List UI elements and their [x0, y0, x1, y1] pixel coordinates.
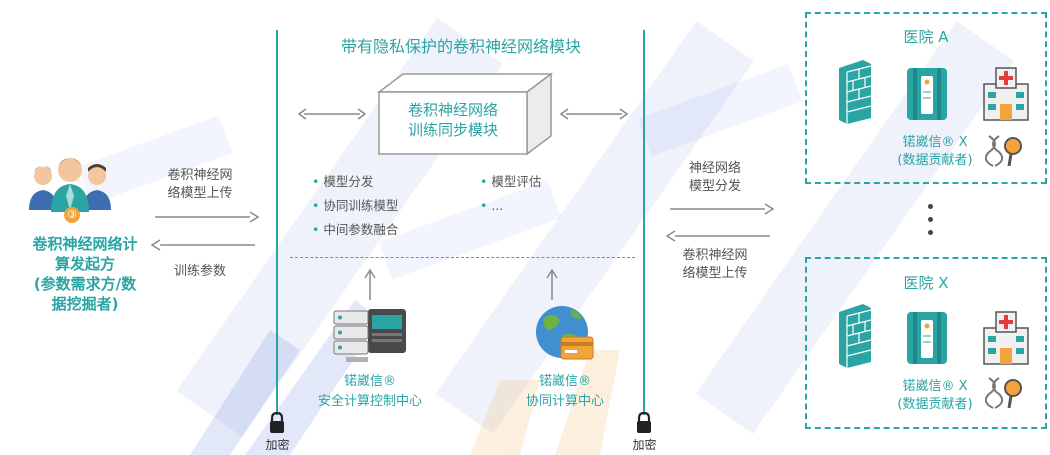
bullet-item: 模型分发	[312, 170, 398, 194]
right-upload-label: 卷积神经网 络模型上传	[682, 248, 748, 281]
server-icon	[907, 312, 947, 364]
left-encryption-boundary	[276, 30, 278, 415]
box-left-double-arrow	[298, 108, 366, 120]
dashed-separator	[290, 257, 635, 258]
right-encryption-label: 加密	[632, 438, 657, 452]
dna-search-icon	[985, 377, 1022, 409]
hospital-a-brand: 锘崴信® X (数据贡献者)	[897, 135, 973, 168]
bullet-item: 协同训练模型	[312, 194, 398, 218]
firewall-icon	[839, 60, 872, 124]
left-params-arrow	[150, 239, 255, 251]
right-distribute-arrow	[670, 203, 775, 215]
left-params-label: 训练参数	[173, 264, 226, 279]
training-sync-box	[376, 72, 554, 156]
right-distribute-label: 神经网络 模型分发	[688, 161, 741, 194]
right-encryption-boundary	[643, 30, 645, 415]
initiator-badge: ③	[64, 207, 80, 223]
security-center-label: 锘崴信® 安全计算控制中心	[317, 374, 422, 409]
bullet-list-left: 模型分发 协同训练模型 中间参数融合	[312, 170, 398, 242]
server-icon	[907, 68, 947, 120]
hospital-x-title: 医院 X	[903, 274, 949, 292]
compute-center-label: 锘崴信® 协同计算中心	[525, 374, 604, 409]
hospital-a-box	[805, 12, 1047, 184]
bullet-item: 模型评估	[480, 170, 541, 194]
hospital-x-box	[805, 257, 1047, 429]
left-upload-arrow	[155, 211, 260, 223]
hospital-a-title: 医院 A	[903, 28, 949, 46]
ellipsis-dots	[928, 204, 933, 235]
lock-icon	[637, 412, 651, 433]
people-group-icon	[29, 158, 111, 212]
hospital-x-brand: 锘崴信® X (数据贡献者)	[897, 379, 973, 412]
firewall-icon	[839, 304, 872, 368]
right-upload-arrow	[665, 230, 770, 242]
compute-up-arrow	[546, 268, 558, 300]
module-title: 带有隐私保护的卷积神经网络模块	[340, 37, 581, 56]
hospital-building-icon	[983, 67, 1029, 121]
server-stack-icon	[333, 309, 406, 362]
dna-search-icon	[985, 135, 1022, 167]
bullet-item: ...	[480, 194, 541, 218]
hospital-building-icon	[983, 311, 1029, 365]
lock-icon	[270, 412, 284, 433]
left-upload-label: 卷积神经网 络模型上传	[167, 168, 233, 201]
left-encryption-label: 加密	[265, 438, 290, 452]
box-right-double-arrow	[560, 108, 628, 120]
bullet-list-right: 模型评估 ...	[480, 170, 541, 218]
initiator-label: 卷积神经网络计 算发起方 (参数需求方/数 据挖掘者)	[32, 235, 138, 313]
security-up-arrow	[364, 268, 376, 300]
bullet-item: 中间参数融合	[312, 218, 398, 242]
training-sync-label: 卷积神经网络 训练同步模块	[407, 101, 498, 139]
card-icon	[560, 336, 594, 360]
